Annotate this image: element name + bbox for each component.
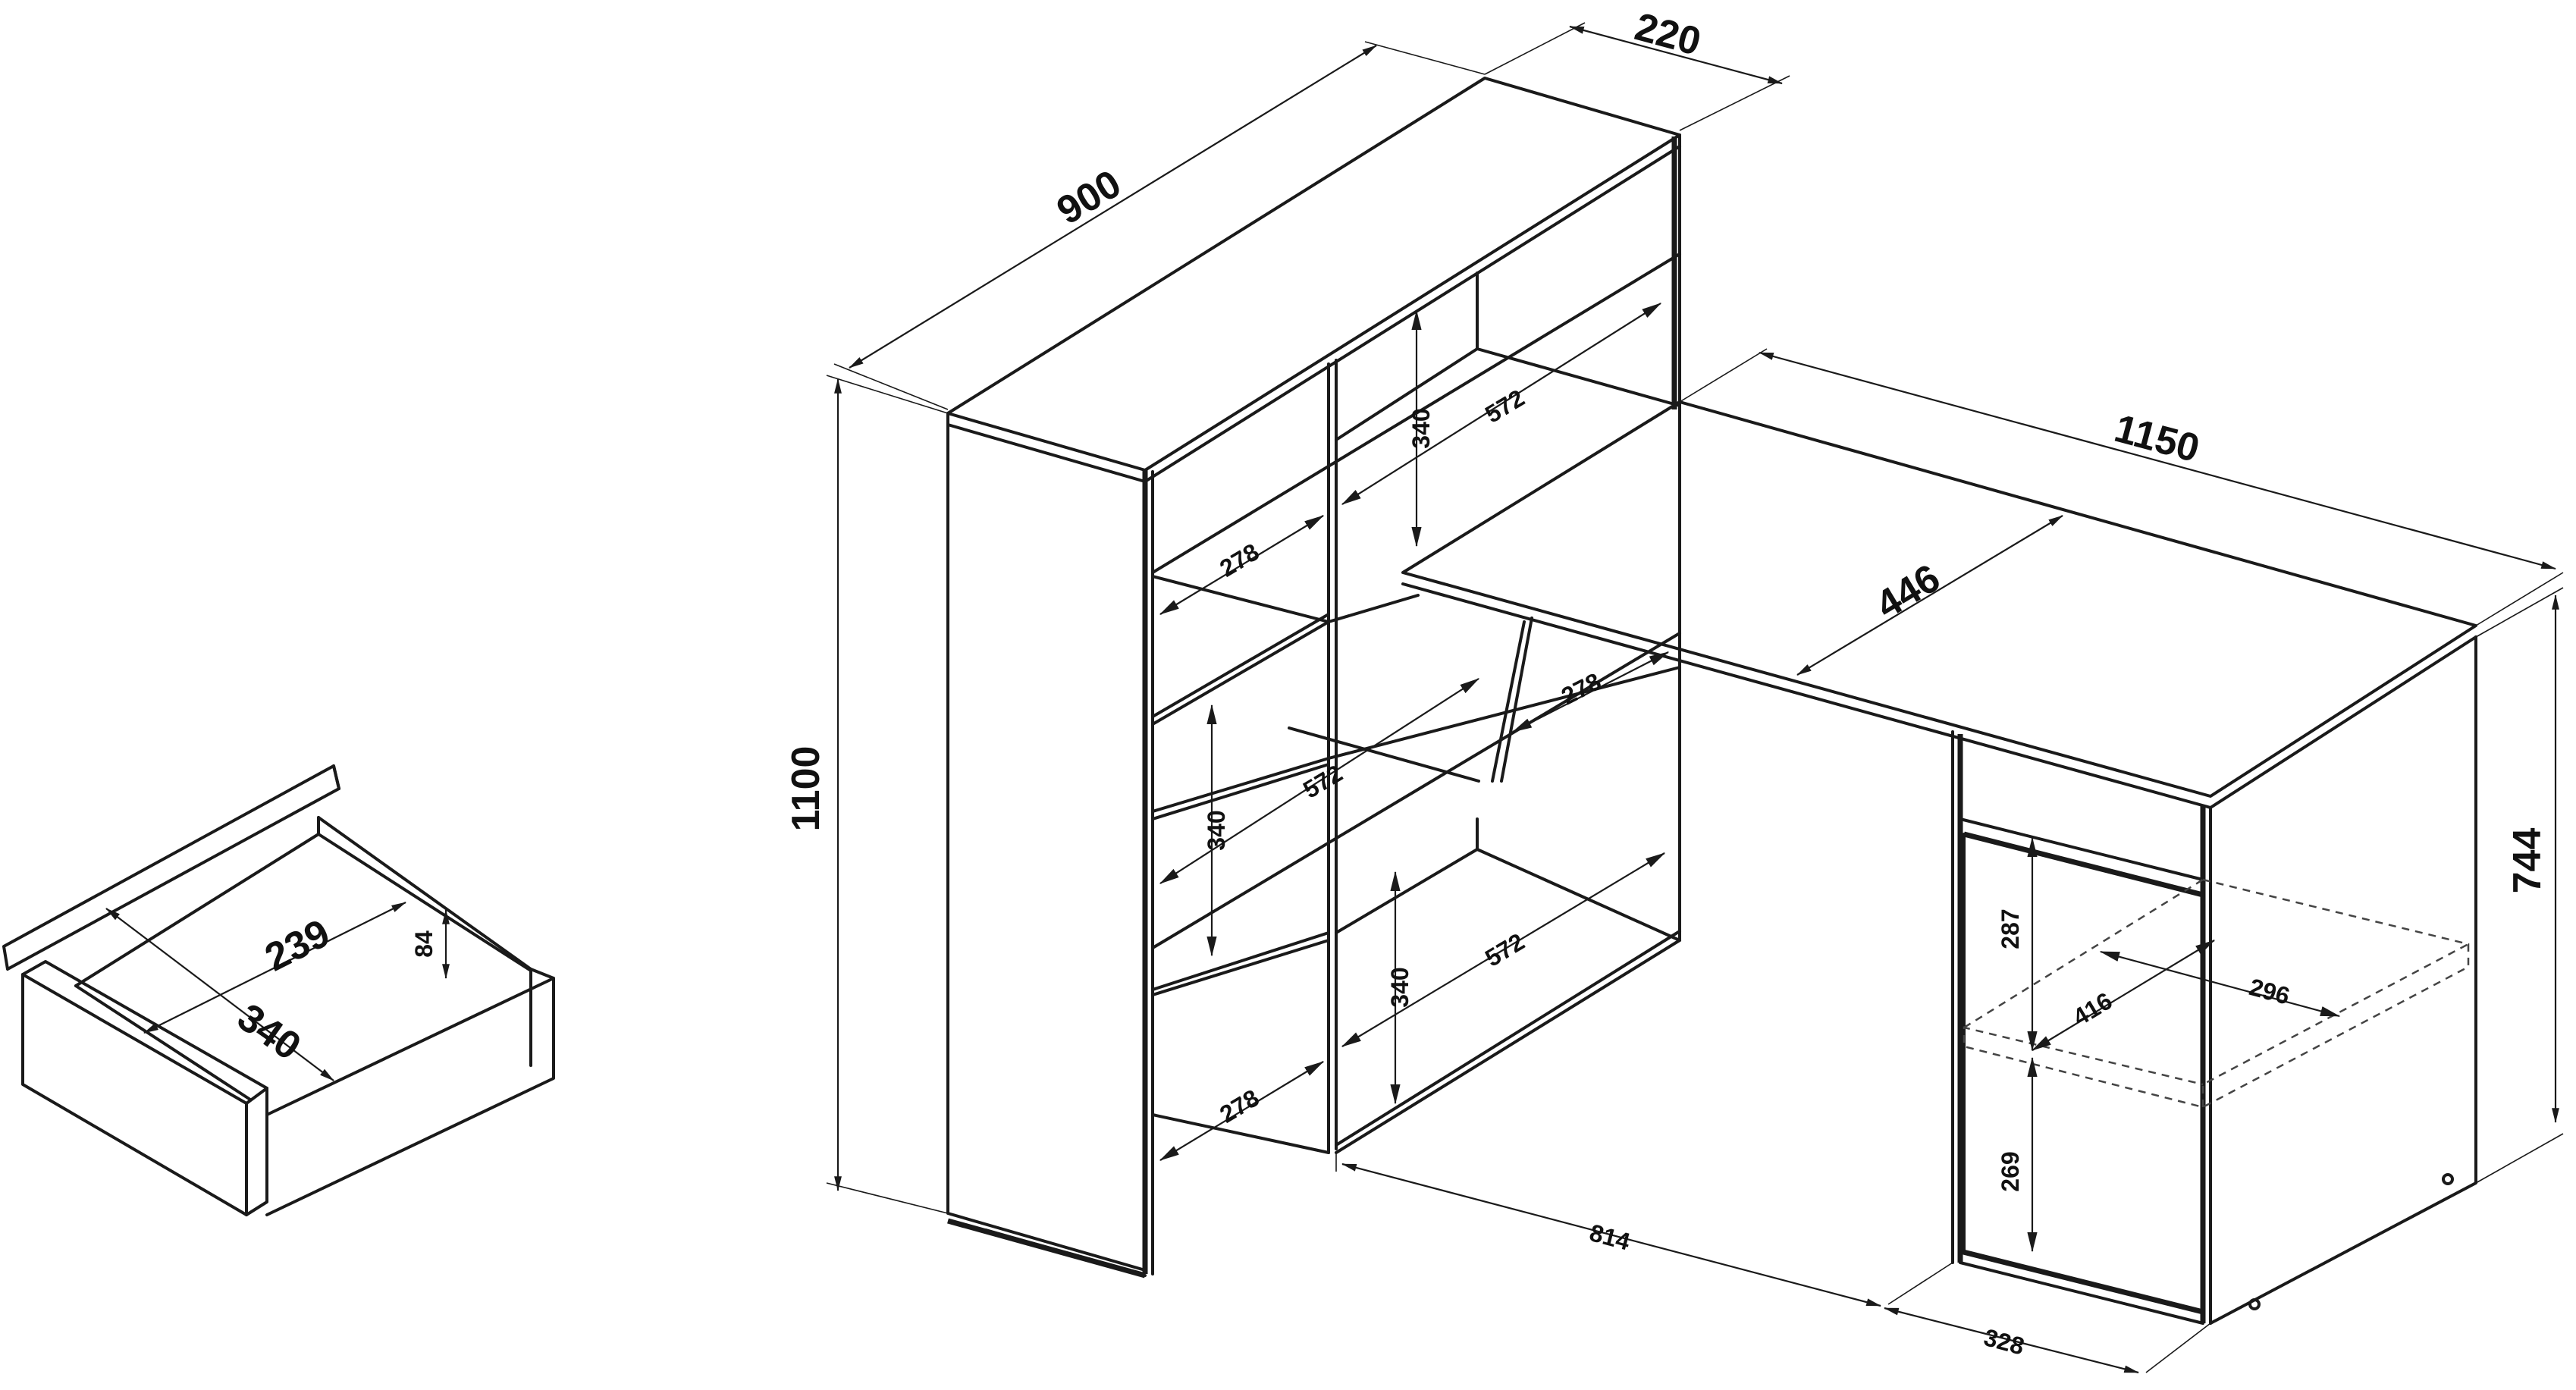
cabinet-depth-dimension	[1884, 1307, 2139, 1374]
gap-width-dimension	[1341, 1163, 1881, 1307]
compartment-depth-bottom-label: 572	[1480, 927, 1529, 971]
desk-width-dimension	[1759, 351, 2556, 570]
dimension-lines	[826, 22, 2564, 1374]
compartment-depth-top-dimension	[1341, 303, 1662, 505]
desk-depth-dimension	[1796, 515, 2063, 676]
cabinet-shelf-width-dimension	[2099, 950, 2341, 1018]
cabinet-upper-height-label: 287	[1997, 908, 2024, 949]
gap-width-label: 814	[1586, 1219, 1633, 1256]
drawer-depth-label: 340	[230, 995, 309, 1068]
compartment-height-top-label: 340	[1407, 408, 1435, 448]
shelf-width-label: 900	[1050, 162, 1128, 233]
cabinet-depth-label: 328	[1981, 1323, 2027, 1360]
desk-height-label: 744	[2505, 828, 2549, 894]
shelf-depth-label: 220	[1630, 5, 1705, 64]
drawer-illustration: 239 340 84	[2, 764, 555, 1216]
cabinet-shelf-depth-dimension	[2031, 940, 2216, 1051]
drawer-depth-dimension	[105, 908, 334, 1081]
desk-width-label: 1150	[2110, 406, 2204, 471]
compartment-height-bottom-label: 340	[1386, 967, 1414, 1007]
shelving-unit	[946, 77, 1681, 1279]
compartment-width-bottom-label: 278	[1215, 1084, 1263, 1128]
compartment-depth-mid-dimension	[1159, 678, 1480, 884]
shelf-depth-dimension	[1569, 25, 1783, 85]
compartment-width-top-label: 278	[1215, 538, 1263, 582]
compartment-width-mid-dimension	[1511, 651, 1670, 733]
compartment-depth-bottom-dimension	[1341, 852, 1666, 1047]
compartment-width-top-dimension	[1159, 515, 1325, 615]
drawer-height-label: 84	[410, 930, 438, 958]
compartment-height-mid-label: 340	[1203, 810, 1230, 850]
cabinet-shelf-width-label: 296	[2246, 973, 2292, 1010]
compartment-width-bottom-dimension	[1159, 1061, 1325, 1161]
shelf-height-label: 1100	[784, 746, 828, 832]
dimension-labels: 900 220 1100 1150 446 744 814 328 278 27…	[784, 5, 2549, 1360]
shelf-width-dimension	[849, 45, 1377, 369]
cabinet-lower-height-label: 269	[1997, 1151, 2024, 1191]
desk	[1401, 400, 2477, 1325]
desk-depth-label: 446	[1868, 556, 1947, 627]
